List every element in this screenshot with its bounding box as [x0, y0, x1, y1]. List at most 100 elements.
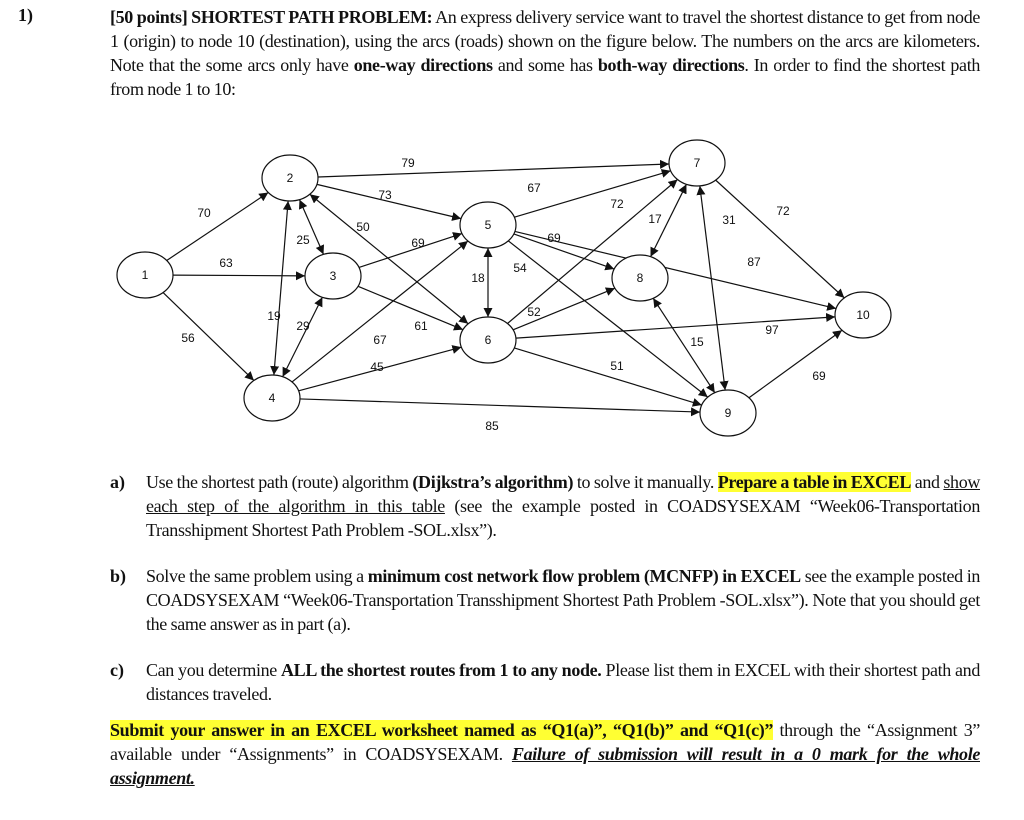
node-8: 8 — [611, 254, 669, 302]
arc-distance-label: 51 — [610, 359, 624, 373]
question-text: [50 points] SHORTEST PATH PROBLEM: An ex… — [110, 5, 980, 101]
bold-text: minimum cost network flow problem (MCNFP… — [367, 566, 801, 586]
bold-text: (Dijkstra’s algorithm) — [412, 472, 574, 492]
text-run: (see the example posted in COADSYSEXAM “… — [146, 496, 980, 540]
arc-7-8 — [650, 184, 687, 257]
arc-2-6 — [309, 193, 469, 325]
arc-distance-label: 69 — [812, 369, 826, 383]
bold-text: both-way directions — [597, 55, 745, 75]
arc-distance-label: 17 — [648, 212, 662, 226]
arc-2-4 — [270, 200, 292, 376]
arc-8-9 — [652, 297, 716, 394]
arc-6-9 — [514, 347, 702, 407]
bold-text: one-way directions — [353, 55, 493, 75]
text-run: and some has — [492, 55, 598, 75]
arc-distance-label: 45 — [370, 360, 384, 374]
part-a-text: Use the shortest path (route) algorithm … — [146, 470, 980, 542]
part-b-label: b) — [110, 566, 127, 586]
arc-distance-label: 79 — [401, 156, 415, 170]
node-label: 10 — [856, 308, 870, 322]
part-c-label: c) — [110, 660, 124, 680]
bold-text: Failure of submission will result in a 0… — [110, 744, 980, 788]
arc-distance-label: 69 — [547, 231, 561, 245]
arc-4-9 — [299, 398, 701, 417]
arc-distance-label: 54 — [513, 261, 527, 275]
node-label: 9 — [725, 406, 732, 420]
arc-6-7 — [507, 179, 678, 324]
bold-text: [50 points] SHORTEST PATH PROBLEM: — [110, 7, 433, 27]
arc-7-10 — [715, 179, 845, 299]
text-run: and — [911, 472, 944, 492]
text-run: Solve the same problem using a — [146, 566, 368, 586]
arc-distance-label: 85 — [485, 419, 499, 433]
arc-distance-label: 56 — [181, 331, 195, 345]
node-label: 8 — [637, 271, 644, 285]
node-label: 3 — [330, 269, 337, 283]
arc-3-6 — [357, 285, 464, 331]
part-b-text: Solve the same problem using a minimum c… — [146, 564, 980, 636]
part-a-label: a) — [110, 472, 125, 492]
arc-2-7 — [317, 159, 670, 178]
arc-distance-label: 69 — [411, 236, 425, 250]
node-2: 2 — [261, 154, 319, 202]
arc-9-10 — [748, 329, 843, 399]
arc-distance-label: 87 — [747, 255, 761, 269]
part-c-text: Can you determine ALL the shortest route… — [146, 658, 980, 706]
arc-5-7 — [514, 169, 671, 218]
arc-distance-label: 15 — [690, 335, 704, 349]
highlighted-text: Prepare a table in EXCEL — [717, 472, 911, 492]
text-run: . In order to find the shortest path fro… — [110, 55, 980, 99]
arc-1-4 — [162, 292, 255, 381]
arc-6-10 — [515, 312, 836, 339]
submission-note: Submit your answer in an EXCEL worksheet… — [110, 718, 980, 790]
arc-distance-label: 50 — [356, 220, 370, 234]
node-label: 4 — [269, 391, 276, 405]
arc-7-9 — [696, 185, 729, 391]
node-label: 7 — [694, 156, 701, 170]
text-run: show each step of the algorithm in this … — [146, 472, 981, 516]
arc-distance-label: 97 — [765, 323, 779, 337]
arc-distance-label: 72 — [776, 204, 790, 218]
arc-3-5 — [358, 232, 463, 269]
arc-distance-label: 73 — [378, 188, 392, 202]
text-run: Use the shortest path (route) algorithm — [146, 472, 413, 492]
text-run: through the “Assignment 3” available und… — [110, 720, 980, 764]
arc-distance-label: 61 — [414, 319, 428, 333]
highlighted-text: Submit your answer in an EXCEL worksheet… — [110, 720, 774, 740]
arc-3-4 — [282, 297, 323, 377]
arc-distance-label: 19 — [267, 309, 281, 323]
arc-distance-label: 72 — [610, 197, 624, 211]
text-run: to solve it manually. — [573, 472, 718, 492]
bold-text: ALL the shortest routes from 1 to any no… — [281, 660, 602, 680]
arc-1-2 — [166, 192, 269, 261]
node-9: 9 — [699, 389, 757, 437]
question-number: 1) — [18, 5, 33, 25]
arc-distance-label: 25 — [296, 233, 310, 247]
arc-distance-label: 63 — [219, 256, 233, 270]
node-label: 6 — [485, 333, 492, 347]
node-6: 6 — [459, 316, 517, 364]
network-diagram: 1234567891070635679732519506961296745856… — [116, 139, 892, 437]
arc-distance-label: 67 — [527, 181, 541, 195]
arc-distance-label: 29 — [296, 319, 310, 333]
arc-6-8 — [512, 287, 616, 331]
arc-distance-label: 18 — [471, 271, 485, 285]
node-1: 1 — [116, 251, 174, 299]
node-label: 2 — [287, 171, 294, 185]
text-run: Can you determine — [146, 660, 282, 680]
arc-distance-label: 70 — [197, 206, 211, 220]
arc-4-6 — [298, 345, 462, 392]
node-3: 3 — [304, 252, 362, 300]
node-label: 5 — [485, 218, 492, 232]
text-run: Please list them in EXCEL with their sho… — [146, 660, 980, 704]
arc-distance-label: 67 — [373, 333, 387, 347]
node-label: 1 — [142, 268, 149, 282]
text-run: see the example posted in COADSYSEXAM “W… — [146, 566, 980, 634]
node-10: 10 — [834, 291, 892, 339]
arc-5-8 — [513, 233, 615, 271]
arc-distance-label: 52 — [527, 305, 541, 319]
node-5: 5 — [459, 201, 517, 249]
arc-1-3 — [172, 271, 306, 281]
node-4: 4 — [243, 374, 301, 422]
arc-distance-label: 31 — [722, 213, 736, 227]
